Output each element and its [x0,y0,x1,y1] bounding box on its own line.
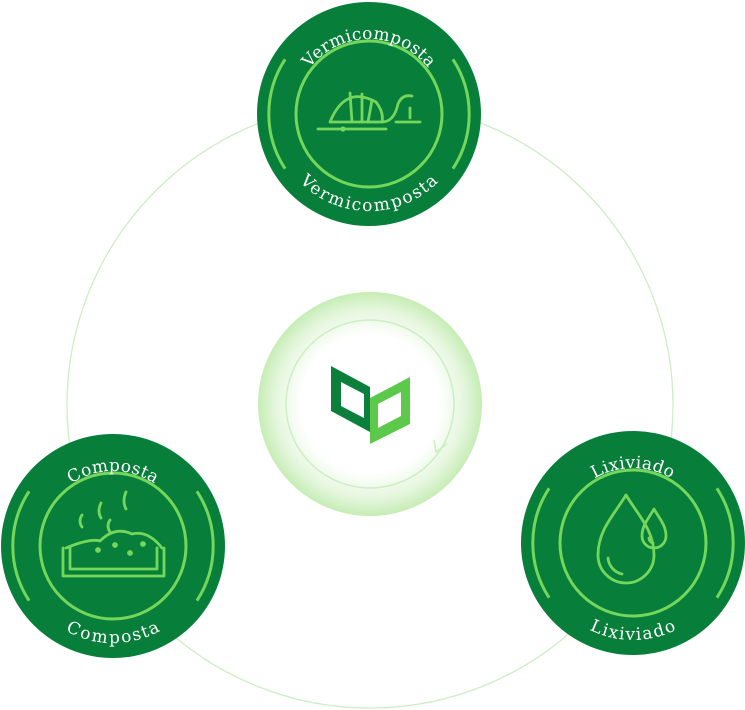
water-drops-icon [596,493,668,585]
node-outer-ring-right [715,487,735,599]
node-inner-ring [294,39,444,189]
node-outer-ring-left [267,58,287,170]
worm-compost-icon [316,91,422,132]
node-inner-ring [558,468,708,618]
node-outer-ring-right [195,490,215,602]
node-vermicomposta: Vermicomposta Vermicomposta [257,2,481,226]
compost-bin-icon [61,490,166,578]
node-inner-ring [38,471,188,621]
node-outer-ring-left [11,490,31,602]
cycle-arrow-icon [433,439,448,454]
node-lixiviado: Lixiviado Lixiviado [521,431,745,655]
center-logo [258,292,482,516]
node-composta: Composta Composta [1,434,225,658]
node-outer-ring-left [531,487,551,599]
leaf-logo-icon [331,366,410,444]
node-outer-ring-right [451,58,471,170]
